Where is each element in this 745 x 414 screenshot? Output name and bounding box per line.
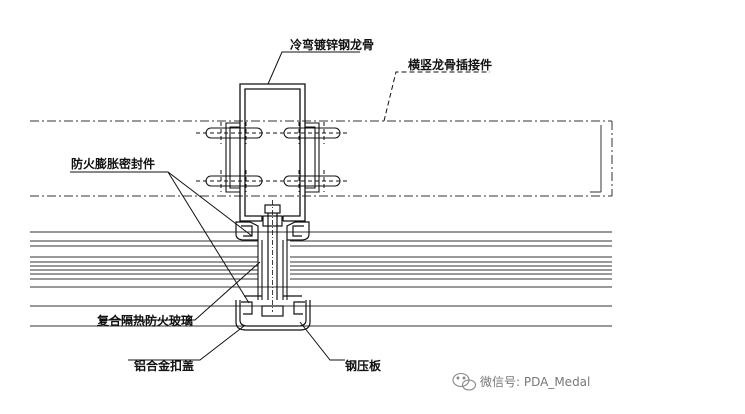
label-aluminum-cover-cap: 铝合金扣盖	[134, 358, 194, 373]
through-bolt	[264, 200, 281, 312]
leader-lines	[70, 51, 490, 361]
watermark-text: 微信号: PDA_Medal	[480, 375, 590, 389]
label-cold-bent-steel-keel: 冷弯镀锌钢龙骨	[290, 37, 374, 52]
wechat-icon	[452, 372, 477, 391]
label-fire-expansion-seal: 防火膨胀密封件	[71, 156, 155, 171]
connector-brackets	[225, 122, 320, 193]
transom-connector-outline	[30, 120, 613, 197]
bolt-holes	[196, 122, 350, 192]
label-steel-pressure-plate: 钢压板	[345, 358, 382, 373]
steel-keel-channel	[239, 83, 306, 222]
pressure-plate-and-cover	[235, 295, 311, 331]
transom-bands	[30, 231, 612, 327]
label-composite-fire-glass: 复合隔热防火玻璃	[96, 313, 193, 328]
label-transom-mullion-connector: 横竖龙骨插接件	[408, 57, 492, 72]
glass-edges	[257, 240, 288, 300]
upper-seal-profile	[235, 215, 310, 241]
